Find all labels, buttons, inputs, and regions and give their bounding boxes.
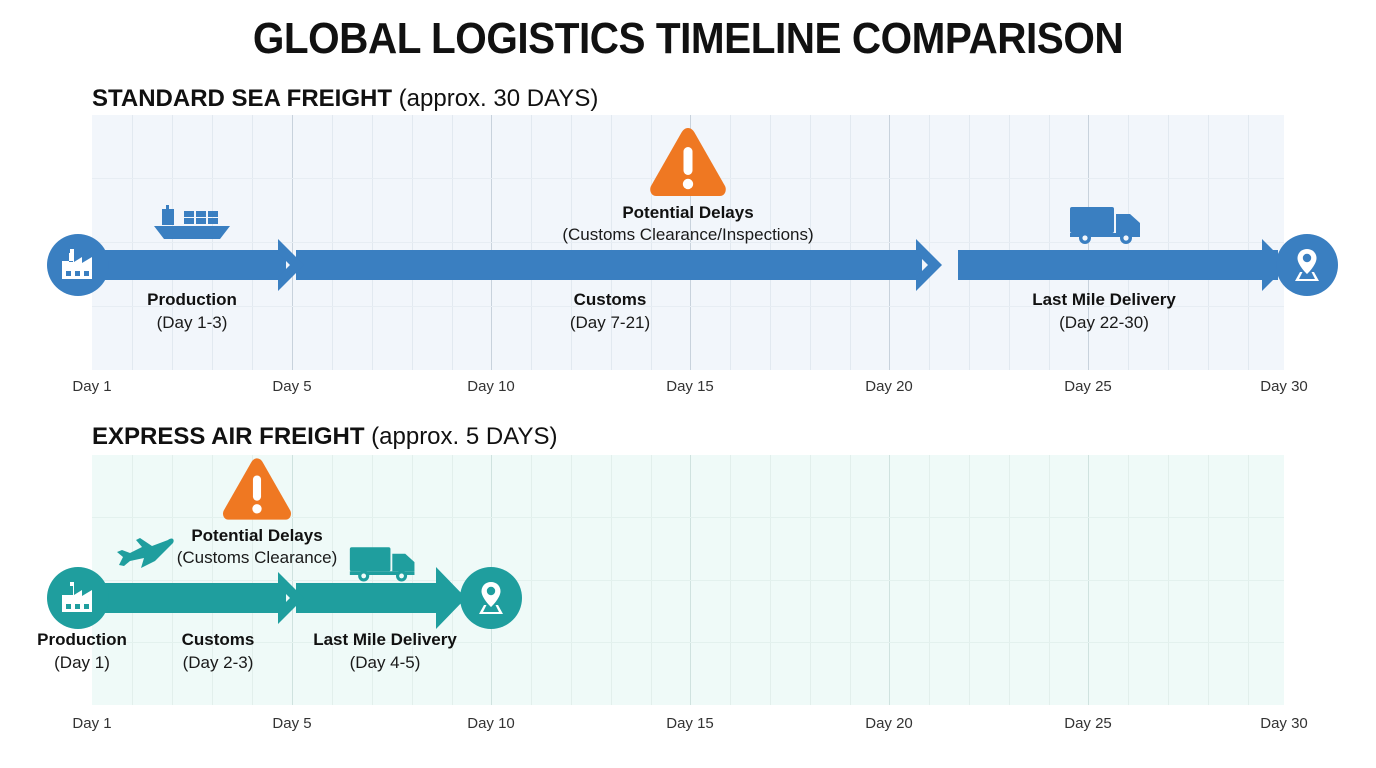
sea-freight-heading-light: (approx. 30 DAYS) xyxy=(398,85,599,112)
air-stage-label-production: Production (Day 1) xyxy=(37,629,127,675)
sea-arrowhead-final xyxy=(1262,239,1288,291)
stage-days: (Day 2-3) xyxy=(182,652,254,672)
sea-end-node[interactable] xyxy=(1276,234,1338,296)
stage-days: (Day 7-21) xyxy=(569,312,651,332)
stage-days: (Day 1-3) xyxy=(156,312,228,332)
page-title: GLOBAL LOGISTICS TIMELINE COMPARISON xyxy=(252,14,1124,63)
stage-name: Customs xyxy=(573,290,647,309)
air-bar-production xyxy=(104,583,286,613)
map-pin-icon xyxy=(1295,249,1319,281)
sea-axis-tick: Day 15 xyxy=(666,378,714,395)
sea-freight-heading: STANDARD SEA FREIGHT (approx. 30 DAYS) xyxy=(92,85,598,113)
warning-triangle-icon xyxy=(223,458,291,520)
airplane-icon xyxy=(117,538,174,568)
stage-days: (Day 1) xyxy=(54,652,110,672)
factory-icon xyxy=(62,249,92,279)
stage-name: Last Mile Delivery xyxy=(313,630,457,649)
truck-icon xyxy=(1070,207,1140,244)
stage-name: Production xyxy=(37,630,127,649)
sea-warning-detail: (Customs Clearance/Inspections) xyxy=(562,225,814,245)
stage-name: Customs xyxy=(181,630,255,649)
sea-axis-tick: Day 25 xyxy=(1064,378,1112,395)
air-axis-tick: Day 25 xyxy=(1064,715,1112,732)
air-axis-tick: Day 20 xyxy=(865,715,913,732)
gridline-horizontal xyxy=(92,517,1284,518)
map-pin-icon xyxy=(479,582,503,614)
stage-days: (Day 22-30) xyxy=(1059,312,1149,332)
air-axis-tick: Day 1 xyxy=(72,715,112,732)
air-end-node[interactable] xyxy=(460,567,522,629)
ship-icon xyxy=(154,205,230,239)
air-chevron-1 xyxy=(278,572,304,624)
factory-icon xyxy=(62,582,92,612)
air-timeline-panel xyxy=(92,455,1284,705)
sea-axis-tick: Day 20 xyxy=(865,378,913,395)
gridline-horizontal xyxy=(92,580,1284,581)
sea-axis-tick: Day 10 xyxy=(467,378,515,395)
air-freight-heading: EXPRESS AIR FREIGHT (approx. 5 DAYS) xyxy=(92,423,557,451)
air-stage-label-last-mile: Last Mile Delivery (Day 4-5) xyxy=(313,629,457,675)
sea-start-node[interactable] xyxy=(47,234,109,296)
air-axis-tick: Day 5 xyxy=(272,715,312,732)
air-warning-detail: (Customs Clearance) xyxy=(176,548,338,568)
air-start-node[interactable] xyxy=(47,567,109,629)
air-stage-label-customs: Customs (Day 2-3) xyxy=(182,629,255,675)
sea-warning-title: Potential Delays xyxy=(622,203,754,222)
gridline-horizontal xyxy=(92,306,1284,307)
sea-chevron-2 xyxy=(916,239,942,291)
air-freight-heading-light: (approx. 5 DAYS) xyxy=(371,423,558,450)
sea-axis-tick: Day 5 xyxy=(272,378,312,395)
sea-bar-customs xyxy=(296,250,922,280)
stage-name: Last Mile Delivery xyxy=(1032,290,1176,309)
air-arrowhead-final xyxy=(436,567,466,629)
sea-stage-label-production: Production (Day 1-3) xyxy=(147,289,237,335)
sea-axis-tick: Day 1 xyxy=(72,378,112,395)
air-freight-heading-strong: EXPRESS AIR FREIGHT xyxy=(92,423,365,450)
sea-bar-last-mile xyxy=(958,250,1278,280)
warning-triangle-icon xyxy=(650,128,726,196)
sea-stage-label-last-mile: Last Mile Delivery (Day 22-30) xyxy=(1032,289,1176,335)
sea-chevron-1 xyxy=(278,239,304,291)
air-warning-label: Potential Delays (Customs Clearance) xyxy=(177,525,338,569)
gridline-horizontal xyxy=(92,242,1284,243)
gridline-horizontal xyxy=(92,642,1284,643)
stage-days: (Day 4-5) xyxy=(349,652,421,672)
sea-freight-heading-strong: STANDARD SEA FREIGHT xyxy=(92,85,392,112)
air-axis-tick: Day 10 xyxy=(467,715,515,732)
air-bar-customs xyxy=(296,583,448,613)
air-warning-title: Potential Delays xyxy=(191,526,323,545)
stage-name: Production xyxy=(147,290,237,309)
sea-stage-label-customs: Customs (Day 7-21) xyxy=(570,289,650,335)
sea-axis-tick: Day 30 xyxy=(1260,378,1308,395)
air-axis-tick: Day 15 xyxy=(666,715,714,732)
air-axis-tick: Day 30 xyxy=(1260,715,1308,732)
sea-warning-label: Potential Delays (Customs Clearance/Insp… xyxy=(562,202,813,246)
truck-icon xyxy=(349,547,415,582)
sea-bar-production xyxy=(104,250,286,280)
